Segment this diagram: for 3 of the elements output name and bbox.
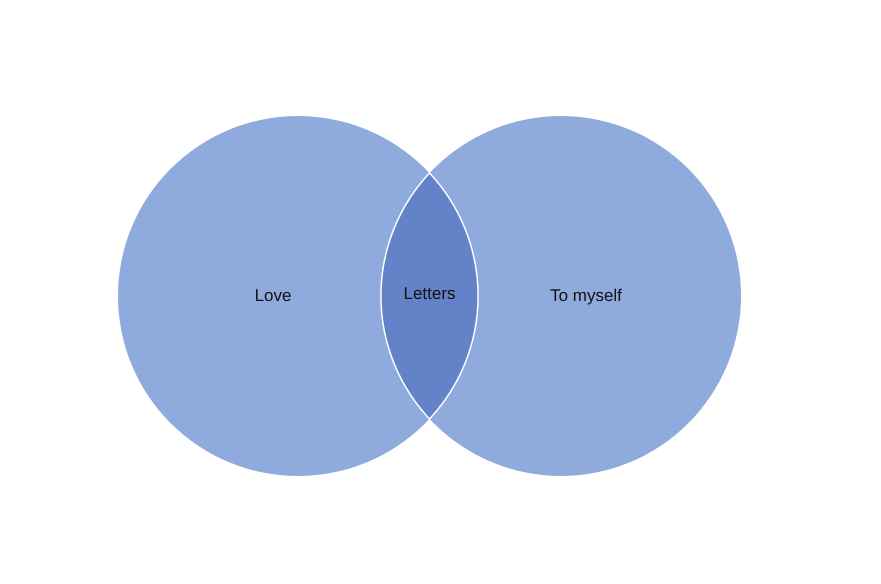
circle-label: To myself xyxy=(550,286,622,306)
overlap-label: Letters xyxy=(404,284,456,304)
circle-label: Love xyxy=(254,286,292,306)
